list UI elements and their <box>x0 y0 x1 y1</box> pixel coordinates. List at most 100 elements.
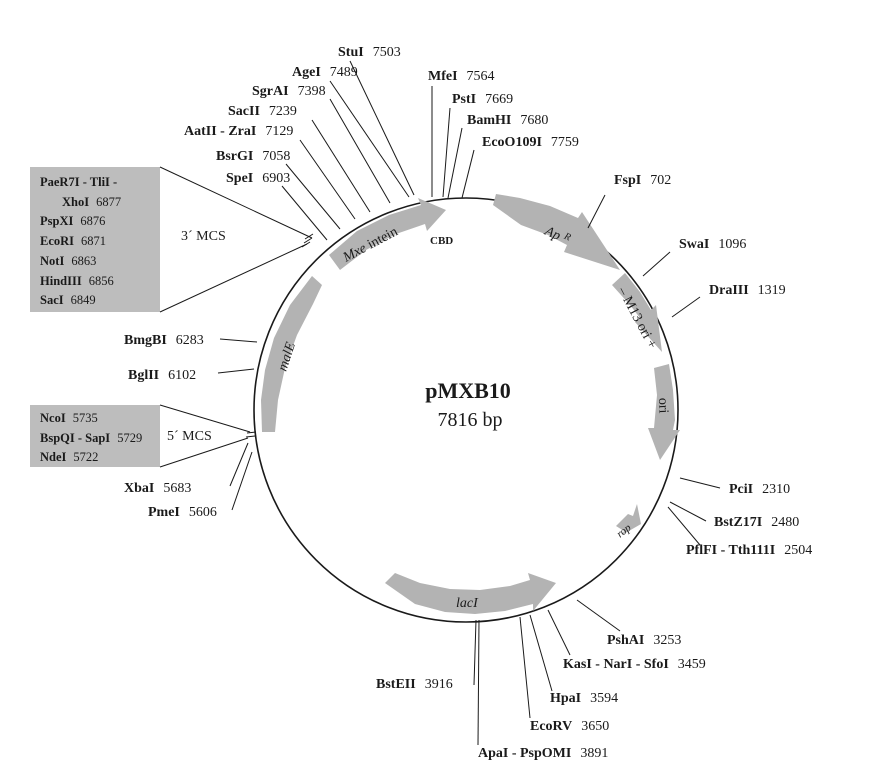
mcs-connector-line <box>159 166 313 239</box>
feature-label-laci: lacI <box>456 596 479 611</box>
site-leader-line <box>217 368 255 374</box>
site-leader-line <box>461 149 475 199</box>
mcs5-box <box>30 405 160 467</box>
mcs-site-position: 6856 <box>89 274 114 288</box>
site-name: BamHI <box>467 113 511 128</box>
site-name: BstZ17I <box>714 515 762 530</box>
site-position: 6102 <box>168 368 196 383</box>
site-position: 7680 <box>520 113 548 128</box>
site-label: SacII 7239 <box>228 104 297 119</box>
site-label: FspI 702 <box>614 173 671 188</box>
site-position: 7564 <box>467 69 495 84</box>
site-position: 702 <box>650 173 671 188</box>
site-position: 7129 <box>265 124 293 139</box>
site-leader-line <box>329 98 391 204</box>
site-leader-line <box>642 251 671 277</box>
site-leader-line <box>477 619 480 746</box>
site-position: 7398 <box>298 84 326 99</box>
site-position: 7503 <box>373 45 401 60</box>
site-name: SpeI <box>226 171 253 186</box>
mcs-site-name: NcoI <box>40 411 66 425</box>
mcs-site-tick <box>246 431 257 434</box>
site-name: BglII <box>128 368 159 383</box>
plasmid-name: pMXB10 <box>425 378 511 403</box>
site-name: FspI <box>614 173 641 188</box>
site-position: 3253 <box>653 633 681 648</box>
mcs-site-name: BspQI - SapI <box>40 431 110 445</box>
mcs-site-name: HindIII <box>40 274 82 288</box>
site-name: BsrGI <box>216 149 253 164</box>
feature-arrow-laci <box>385 573 556 614</box>
site-label: MfeI 7564 <box>428 69 495 84</box>
site-leader-line <box>229 442 249 487</box>
site-name: ApaI - PspOMI <box>478 746 571 761</box>
site-label: EcoRV 3650 <box>530 719 609 734</box>
site-position: 7489 <box>330 65 358 80</box>
site-name: PflFI - Tth111I <box>686 543 775 558</box>
feature-arrow-apr <box>493 194 620 270</box>
site-name: SwaI <box>679 237 709 252</box>
site-name: BstEII <box>376 677 416 692</box>
mcs-connector-line <box>159 404 251 433</box>
site-leader-line <box>231 451 253 511</box>
site-position: 3650 <box>581 719 609 734</box>
site-name: AgeI <box>292 65 321 80</box>
leader-lines <box>159 60 721 746</box>
site-position: 6283 <box>176 333 204 348</box>
site-label: AgeI 7489 <box>292 65 358 80</box>
site-name: PstI <box>452 92 476 107</box>
site-name: EcoO109I <box>482 135 542 150</box>
site-position: 3916 <box>425 677 453 692</box>
site-name: MfeI <box>428 69 458 84</box>
site-name: KasI - NarI - SfoI <box>563 657 669 672</box>
site-position: 7759 <box>551 135 579 150</box>
mcs3-label: 3´ MCS <box>181 229 226 244</box>
site-position: 7239 <box>269 104 297 119</box>
site-label: BglII 6102 <box>128 368 196 383</box>
mcs5-label: 5´ MCS <box>167 429 212 444</box>
site-position: 6903 <box>262 171 290 186</box>
site-leader-line <box>473 619 477 686</box>
site-position: 3459 <box>678 657 706 672</box>
site-position: 5606 <box>189 505 217 520</box>
mcs-site-name: PaeR7I - TliI - <box>40 175 117 189</box>
mcs-connector-line <box>159 243 308 313</box>
mcs-site-tick <box>301 241 311 248</box>
mcs-site-position: 5729 <box>117 431 142 445</box>
site-name: XbaI <box>124 481 154 496</box>
site-name: PmeI <box>148 505 180 520</box>
mcs-site-name: PspXI <box>40 214 73 228</box>
site-leader-line <box>442 107 451 198</box>
mcs-site-position: 6877 <box>96 195 121 209</box>
site-name: EcoRV <box>530 719 572 734</box>
site-leader-line <box>219 338 258 343</box>
feature-arrow-male <box>261 276 322 432</box>
site-name: SacII <box>228 104 260 119</box>
site-leader-line <box>669 501 707 522</box>
site-leader-line <box>576 599 621 632</box>
mcs-site-name: NdeI <box>40 450 67 464</box>
mcs-site-tick <box>303 237 313 244</box>
site-leader-line <box>529 614 553 692</box>
site-leader-line <box>667 506 701 546</box>
site-position: 1319 <box>758 283 786 298</box>
site-name: StuI <box>338 45 364 60</box>
mcs-site-position: 6871 <box>81 234 106 248</box>
site-label: EcoO109I 7759 <box>482 135 579 150</box>
